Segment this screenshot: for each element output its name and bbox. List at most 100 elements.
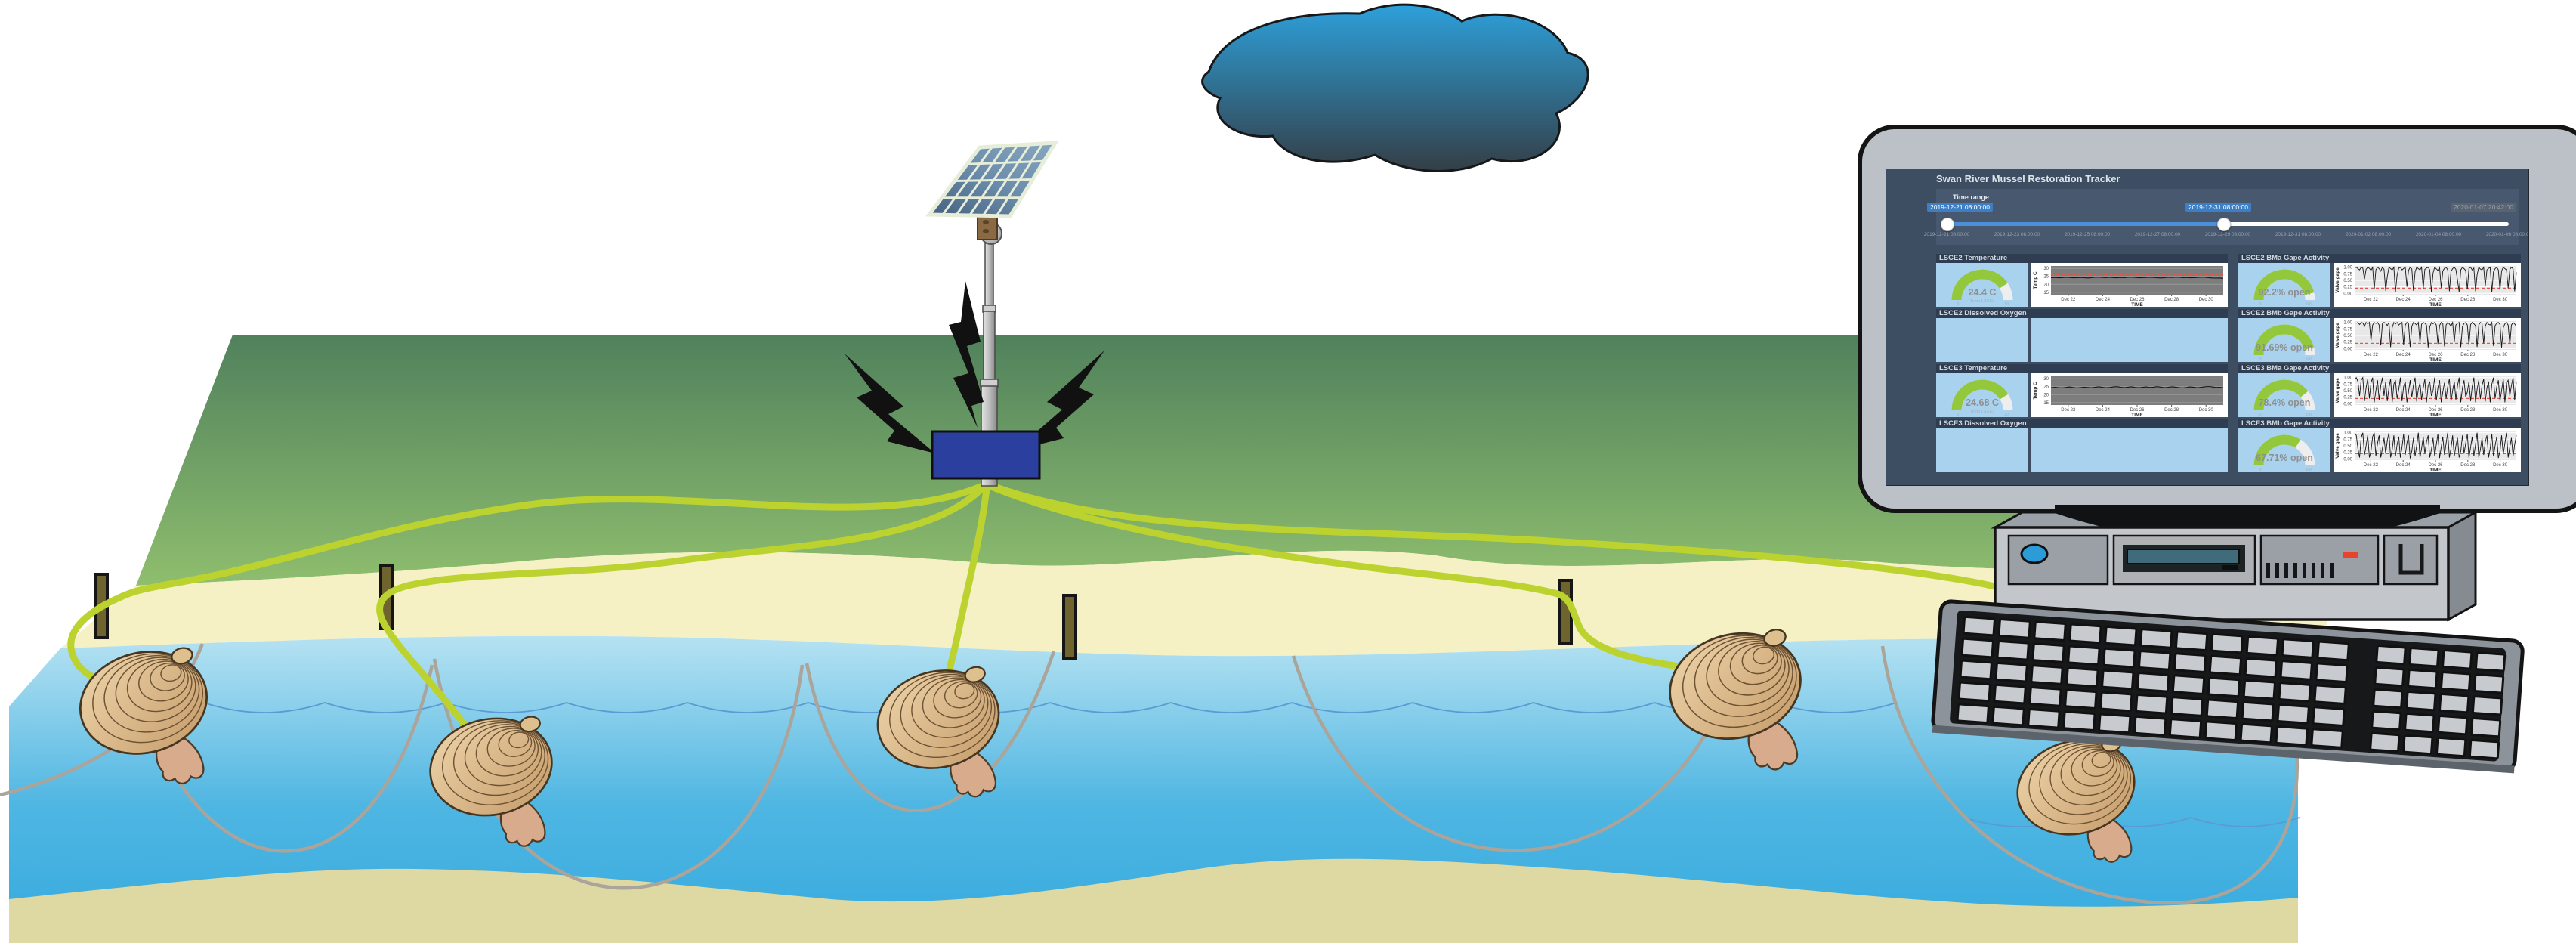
svg-text:100: 100 [2306, 468, 2312, 472]
cloud [1201, 3, 1589, 172]
svg-text:Valve gape: Valve gape [2335, 267, 2340, 293]
rope [805, 651, 1056, 812]
keyboard-key [2205, 698, 2239, 720]
slider-max-value: 2020-01-07 20:42:00 [2451, 203, 2516, 212]
keyboard-key [2405, 690, 2437, 712]
svg-text:0.50: 0.50 [2343, 279, 2352, 283]
svg-text:20: 20 [2043, 283, 2049, 287]
svg-text:0: 0 [1957, 413, 1960, 417]
svg-text:1.00: 1.00 [2343, 321, 2352, 326]
svg-text:0.00: 0.00 [2343, 347, 2352, 351]
floppy-slot [2127, 549, 2240, 564]
panel-lsce2-dissolved-oxygen: LSCE2 Dissolved Oxygen [1936, 309, 2228, 362]
keyboard-key [1957, 681, 1991, 703]
svg-text:30: 30 [2004, 302, 2009, 307]
slider-handle-start[interactable] [1941, 218, 1954, 231]
svg-text:100: 100 [2306, 357, 2312, 362]
rope [153, 664, 434, 853]
svg-text:TIME: TIME [2131, 413, 2143, 417]
beach [60, 550, 2327, 657]
svg-text:92.2% open: 92.2% open [2259, 287, 2311, 298]
svg-text:Dec 22: Dec 22 [2061, 298, 2076, 302]
slider-ticks: 2019-12-21 08:00:00 2019-12-23 08:00:00 … [1924, 232, 2528, 240]
solar-panel [925, 141, 1059, 218]
keyboard-key [2065, 666, 2099, 688]
case-handle [2398, 544, 2424, 575]
keyboard-key [2372, 688, 2404, 710]
keyboard-key [1994, 661, 2028, 683]
svg-text:30: 30 [2004, 413, 2009, 417]
keyboard-key [2135, 694, 2169, 715]
svg-text:Dec 24: Dec 24 [2396, 353, 2411, 357]
slider-tick: 2020-01-02 08:00:00 [2345, 232, 2392, 237]
keyboard-key [2404, 712, 2435, 734]
rope [1291, 655, 1732, 852]
keyboard-key [2027, 708, 2061, 729]
case-side [2447, 510, 2477, 622]
svg-text:0.75: 0.75 [2343, 382, 2352, 387]
svg-text:Dec 24: Dec 24 [2396, 463, 2411, 468]
slider-handle-end[interactable] [2217, 218, 2232, 231]
svg-text:Valve gape: Valve gape [2335, 323, 2340, 348]
keyboard-key [1991, 705, 2025, 727]
keyboard-key [1959, 659, 1993, 681]
svg-text:TIME: TIME [2429, 357, 2442, 362]
svg-text:TIME: TIME [2429, 413, 2442, 417]
svg-text:0.75: 0.75 [2343, 272, 2352, 277]
svg-text:Dec 26: Dec 26 [2428, 463, 2443, 468]
svg-text:Dec 28: Dec 28 [2164, 408, 2179, 413]
keyboard-key [2471, 695, 2503, 716]
time-range-label: Time range [1953, 193, 1989, 201]
keyboard-key [2315, 662, 2349, 684]
svg-text:TIME: TIME [2131, 302, 2143, 307]
svg-text:0.00: 0.00 [2343, 402, 2352, 407]
keyboard-key [2245, 635, 2279, 657]
svg-text:0.75: 0.75 [2343, 327, 2352, 332]
keyboard-key [2278, 682, 2312, 703]
slider-track[interactable] [1941, 218, 2509, 231]
svg-text:0: 0 [2259, 357, 2262, 362]
dashboard-screen: Swan River Mussel Restoration Tracker Ti… [1886, 169, 2528, 485]
svg-text:Dec 24: Dec 24 [2096, 408, 2111, 413]
keyboard-key [2241, 700, 2275, 722]
svg-text:20: 20 [2043, 393, 2049, 397]
svg-text:67.71% open: 67.71% open [2256, 453, 2313, 463]
pole [983, 311, 996, 382]
keyboard-key [2473, 673, 2505, 694]
keyboard-key [2369, 731, 2401, 753]
keyboard-key [1997, 618, 2031, 639]
slider-fill [1947, 222, 2224, 226]
slider-tick: 2019-12-23 08:00:00 [1994, 232, 2040, 237]
svg-text:25: 25 [2043, 385, 2049, 390]
svg-text:Valve gape: Valve gape [2335, 378, 2340, 403]
svg-text:Dec 28: Dec 28 [2460, 298, 2476, 302]
svg-text:24.68 C: 24.68 C [1966, 397, 1999, 408]
empty-gauge-slot [1936, 428, 2028, 472]
svg-text:91.69% open: 91.69% open [2256, 342, 2313, 353]
svg-text:Temp LSCE2: Temp LSCE2 [1970, 299, 1994, 304]
svg-text:0.00: 0.00 [2343, 292, 2352, 296]
panel-title: LSCE2 Dissolved Oxygen [1936, 309, 2228, 318]
keyboard-key [2402, 734, 2434, 756]
svg-text:Dec 28: Dec 28 [2164, 298, 2179, 302]
keyboard-key [2170, 696, 2204, 717]
keyboard-key [2028, 686, 2062, 707]
svg-text:Dec 28: Dec 28 [2460, 463, 2476, 468]
svg-text:Dec 30: Dec 30 [2199, 408, 2214, 413]
keyboard-key [2312, 706, 2346, 727]
svg-text:0.25: 0.25 [2343, 286, 2352, 290]
svg-text:Dec 22: Dec 22 [2061, 408, 2076, 413]
